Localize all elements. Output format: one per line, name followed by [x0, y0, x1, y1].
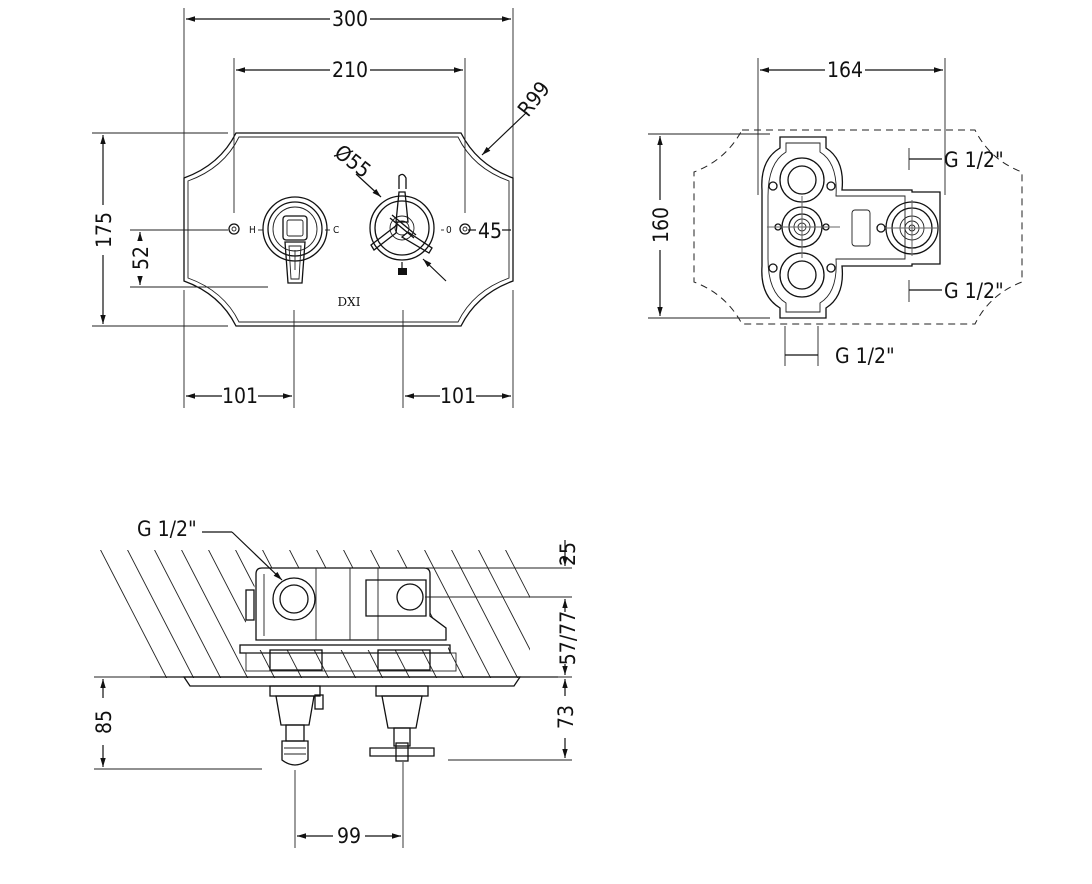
flow-cross-handle: [369, 191, 435, 261]
dim-right-offset-101: 101: [440, 384, 476, 408]
rear-view: 164 160: [648, 58, 1023, 368]
screw-hole-left: [228, 223, 240, 235]
front-view: 300 210 R99 175 52 H C: [92, 7, 555, 408]
valve-body-side: [239, 567, 457, 672]
thermostat-lever-handle: [262, 196, 328, 284]
dim-spindle-spacing-99: 99: [337, 824, 361, 848]
cover-plate-side: [182, 676, 522, 687]
dim-rear-width-164: 164: [827, 58, 863, 82]
shower-symbol-icon: [398, 173, 407, 189]
cross-spindle-side: [369, 685, 435, 762]
dim-depth-57-77: 57/77: [556, 611, 580, 665]
label-off: 0: [446, 225, 452, 236]
brand-logo: DXI: [338, 295, 361, 309]
label-hot: H: [249, 225, 256, 236]
dim-radius-r99: R99: [513, 77, 555, 121]
dim-width-300: 300: [332, 7, 368, 31]
label-cold: C: [333, 225, 339, 236]
inlet-port: [272, 577, 316, 621]
plate-outline-dashed: [693, 129, 1023, 325]
dim-left-offset-101: 101: [222, 384, 258, 408]
dim-height-175: 175: [92, 212, 116, 248]
valve-body-rear: [761, 136, 941, 319]
lever-spindle-side: [269, 685, 324, 766]
screw-hole-right: [459, 223, 471, 235]
dim-hole-spacing-210: 210: [332, 58, 368, 82]
label-port-top: G 1/2": [944, 148, 1004, 172]
label-inlet: G 1/2": [137, 517, 197, 541]
label-port-bottom: G 1/2": [835, 344, 895, 368]
cover-plate-inner-outline: [187, 136, 510, 323]
bath-symbol-icon: [398, 268, 407, 275]
cover-plate-outline: [183, 132, 514, 327]
dim-offset-52: 52: [129, 246, 153, 270]
side-view: G 1/2" 25 57/77 73 85 99: [92, 517, 580, 848]
label-port-side: G 1/2": [944, 279, 1004, 303]
dim-diameter-55: Ø55: [330, 140, 375, 183]
dim-side-offset-45: 45: [478, 219, 502, 243]
dim-rear-height-160: 160: [649, 207, 673, 243]
dim-depth-25: 25: [556, 542, 580, 566]
dim-protrusion-73: 73: [554, 705, 578, 729]
dim-protrusion-85: 85: [92, 710, 116, 734]
